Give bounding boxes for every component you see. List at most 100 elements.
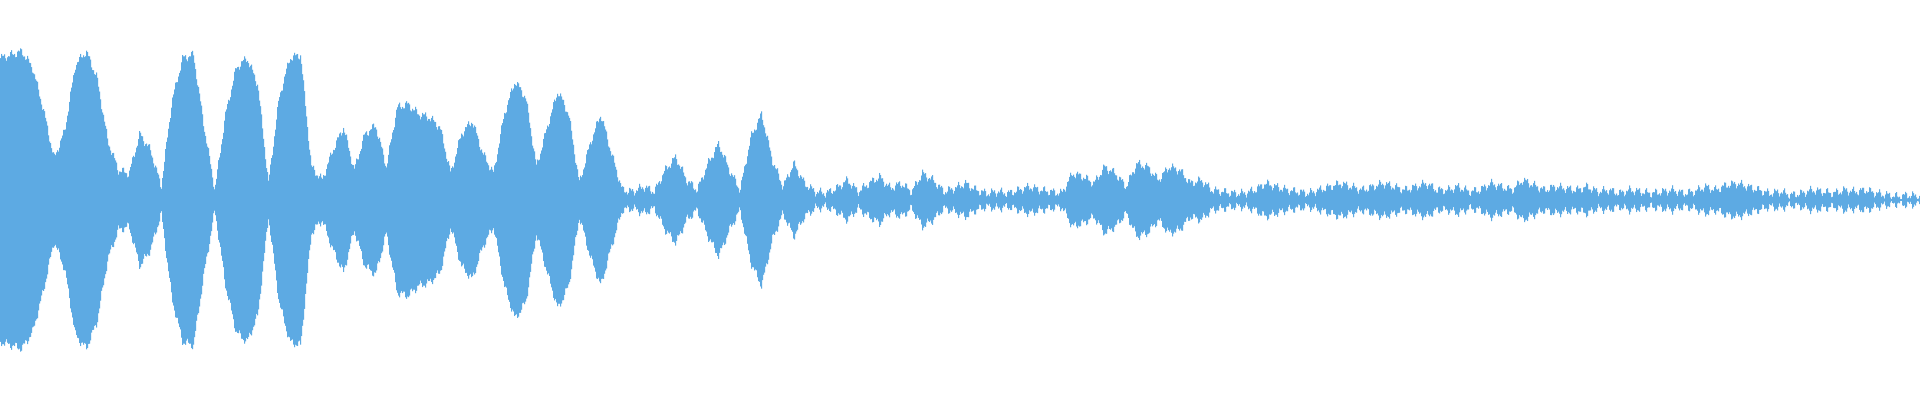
waveform-sample [1617, 195, 1619, 205]
waveform-sample [1088, 180, 1090, 220]
waveform-sample [428, 118, 430, 282]
waveform-sample [1708, 184, 1710, 216]
waveform-sample [930, 179, 932, 221]
waveform-sample [1109, 171, 1111, 229]
waveform-sample [1523, 181, 1525, 219]
waveform-sample [1362, 186, 1364, 214]
waveform-sample [1406, 186, 1408, 214]
waveform-sample [1366, 189, 1368, 211]
waveform-sample [1876, 192, 1878, 208]
waveform-sample [1558, 188, 1560, 212]
waveform-sample [1805, 196, 1807, 204]
waveform-sample [273, 146, 275, 254]
waveform-sample [144, 146, 146, 254]
waveform-sample [488, 165, 490, 235]
waveform-sample [1234, 189, 1236, 211]
waveform-sample [1525, 179, 1527, 221]
waveform-sample [1521, 182, 1523, 218]
waveform-sample [911, 194, 913, 206]
waveform-sample [823, 193, 825, 207]
waveform-sample [749, 145, 751, 255]
waveform-sample [407, 103, 409, 297]
waveform-sample [885, 185, 887, 215]
waveform-sample [1164, 171, 1166, 229]
waveform-sample [78, 61, 80, 339]
waveform-sample [362, 140, 364, 260]
waveform-sample [777, 168, 779, 232]
waveform-sample [1818, 189, 1820, 211]
waveform-sample [1511, 189, 1513, 211]
waveform-sample [1083, 177, 1085, 223]
waveform-sample [408, 102, 410, 298]
waveform-sample [1119, 176, 1121, 224]
waveform-sample [1587, 184, 1589, 216]
waveform-sample [1891, 199, 1893, 201]
waveform-sample [1517, 180, 1519, 220]
waveform-sample [1515, 187, 1517, 213]
waveform-sample [1270, 185, 1272, 215]
waveform-sample [275, 129, 277, 271]
waveform-sample [1413, 185, 1415, 215]
waveform-sample [1469, 195, 1471, 205]
waveform-sample [482, 152, 484, 248]
waveform-sample [171, 107, 173, 293]
waveform-sample [338, 137, 340, 263]
waveform-sample [1213, 193, 1215, 207]
waveform-sample [1017, 186, 1019, 214]
waveform-sample [431, 117, 433, 283]
waveform-sample [1862, 187, 1864, 213]
waveform-sample [286, 68, 288, 332]
waveform-sample [343, 127, 345, 273]
waveform-sample [261, 114, 263, 286]
waveform-sample [487, 163, 489, 237]
waveform-sample [1666, 191, 1668, 209]
waveform-sample [1309, 192, 1311, 208]
waveform-sample [585, 163, 587, 237]
waveform-sample [769, 147, 771, 253]
waveform-sample [132, 157, 134, 243]
waveform-sample [1762, 195, 1764, 205]
waveform-sample [473, 127, 475, 273]
waveform-sample [238, 66, 240, 334]
waveform-sample [1325, 191, 1327, 209]
waveform-sample [882, 178, 884, 222]
waveform-sample [1643, 193, 1645, 207]
waveform-sample [1497, 186, 1499, 214]
waveform-sample [1459, 187, 1461, 213]
waveform-sample [1165, 167, 1167, 233]
waveform-sample [858, 196, 860, 204]
waveform-sample [118, 174, 120, 226]
waveform-sample [1748, 183, 1750, 217]
waveform-sample [630, 188, 632, 212]
waveform-sample [913, 187, 915, 213]
waveform-sample [1075, 178, 1077, 222]
waveform-sample [1585, 186, 1587, 214]
waveform-sample [416, 109, 418, 291]
waveform-sample [1208, 182, 1210, 218]
waveform-sample [501, 125, 503, 275]
waveform-sample [1593, 186, 1595, 214]
waveform-sample [1751, 184, 1753, 216]
waveform-sample [1890, 197, 1892, 203]
waveform-sample [1728, 185, 1730, 215]
waveform-sample [1331, 189, 1333, 211]
waveform-sample [1645, 189, 1647, 211]
waveform-sample [279, 97, 281, 303]
waveform-sample [1078, 174, 1080, 226]
waveform-sample [1473, 190, 1475, 210]
waveform-sample [1507, 185, 1509, 215]
waveform-sample [157, 172, 159, 228]
waveform-sample [1863, 187, 1865, 213]
waveform-sample [417, 114, 419, 286]
waveform-sample [1569, 186, 1571, 214]
waveform-sample [977, 190, 979, 210]
waveform-sample [1290, 191, 1292, 209]
waveform-sample [1433, 189, 1435, 211]
waveform-sample [1726, 187, 1728, 213]
waveform-sample [896, 182, 898, 218]
waveform-sample [1192, 181, 1194, 219]
waveform-sample [1546, 191, 1548, 209]
waveform-sample [464, 131, 466, 269]
